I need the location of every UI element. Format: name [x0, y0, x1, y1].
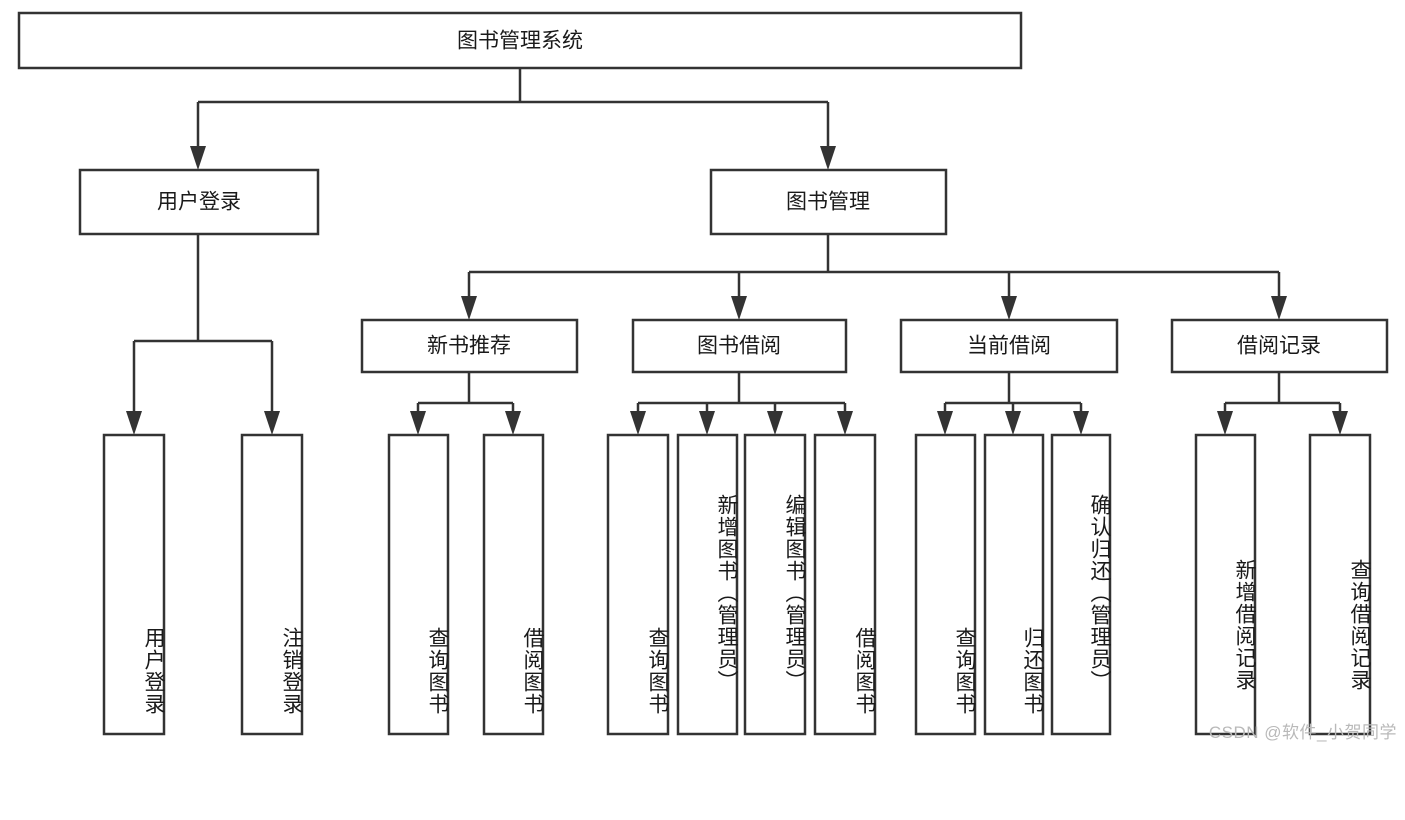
connector-borrow-record-to-leaves	[1217, 371, 1348, 435]
node-book-manage-label: 图书管理	[786, 191, 870, 214]
csdn-watermark: CSDN @软件_小贺同学	[1208, 723, 1397, 742]
node-user-login[interactable]: 用户登录	[78, 168, 320, 236]
node-current-borrow[interactable]: 当前借阅	[899, 318, 1119, 374]
arrow-leaf-query-book-2	[630, 411, 646, 435]
node-leaf-query-book-1-box[interactable]	[387, 433, 450, 736]
node-leaf-add-record-box[interactable]	[1194, 433, 1257, 736]
node-leaf-edit-book-box[interactable]	[743, 433, 807, 736]
connector-new-book-rec-to-leaves	[410, 371, 521, 435]
node-new-book-rec-box[interactable]	[360, 318, 579, 374]
node-leaf-add-book-box[interactable]	[676, 433, 739, 736]
node-leaf-user-login-box[interactable]	[102, 433, 166, 736]
arrow-leaf-borrow-book-1	[505, 411, 521, 435]
node-leaf-borrow-book-1[interactable]	[482, 433, 545, 736]
node-user-login-label: 用户登录	[157, 191, 241, 214]
node-leaf-query-book-3[interactable]	[914, 433, 977, 736]
node-book-borrow-box[interactable]	[631, 318, 848, 374]
arrow-book-borrow	[731, 296, 747, 320]
node-leaf-query-record-box[interactable]	[1308, 433, 1372, 736]
arrow-user-login	[190, 146, 206, 170]
arrow-leaf-query-record	[1332, 411, 1348, 435]
node-leaf-borrow-book-2[interactable]	[813, 433, 877, 736]
arrow-new-book-rec	[461, 296, 477, 320]
node-leaf-add-record[interactable]	[1194, 433, 1257, 736]
node-leaf-logout-box[interactable]	[240, 433, 304, 736]
node-leaf-query-record[interactable]	[1308, 433, 1372, 736]
node-leaf-user-login[interactable]	[102, 433, 166, 736]
node-borrow-record[interactable]: 借阅记录	[1170, 318, 1389, 374]
connector-root-to-level2	[190, 68, 836, 170]
arrow-borrow-record	[1271, 296, 1287, 320]
arrow-book-manage	[820, 146, 836, 170]
node-leaf-query-book-3-box[interactable]	[914, 433, 977, 736]
node-leaf-edit-book[interactable]	[743, 433, 807, 736]
arrow-current-borrow	[1001, 296, 1017, 320]
node-leaf-query-book-1[interactable]	[387, 433, 450, 736]
node-leaf-confirm-return[interactable]	[1050, 433, 1112, 736]
node-leaf-borrow-book-2-box[interactable]	[813, 433, 877, 736]
node-leaf-query-book-2-box[interactable]	[606, 433, 670, 736]
arrow-leaf-user-login	[126, 411, 142, 435]
node-new-book-rec-label: 新书推荐	[427, 335, 511, 358]
arrow-leaf-confirm-return	[1073, 411, 1089, 435]
tree-diagram-canvas: 图书管理系统 用户登录 图书管理 新书推荐 图书借阅 当前借阅 借阅记录	[17, 11, 1389, 736]
node-book-manage[interactable]: 图书管理	[709, 168, 948, 236]
connector-book-manage-to-level3	[461, 233, 1287, 320]
node-leaf-logout[interactable]	[240, 433, 304, 736]
node-leaf-add-book[interactable]	[676, 433, 739, 736]
node-book-borrow-label: 图书借阅	[697, 335, 781, 358]
system-function-tree-diagram: 图书管理系统 用户登录 图书管理 新书推荐 图书借阅 当前借阅 借阅记录	[17, 11, 1397, 742]
connector-book-borrow-to-leaves	[630, 371, 853, 435]
node-leaf-confirm-return-box[interactable]	[1050, 433, 1112, 736]
arrow-leaf-borrow-book-2	[837, 411, 853, 435]
node-borrow-record-label: 借阅记录	[1237, 335, 1321, 358]
arrow-leaf-query-book-3	[937, 411, 953, 435]
node-leaf-borrow-book-1-box[interactable]	[482, 433, 545, 736]
arrow-leaf-query-book-1	[410, 411, 426, 435]
connector-user-login-to-leaves	[126, 235, 280, 435]
connector-current-borrow-to-leaves	[937, 371, 1089, 435]
node-root[interactable]: 图书管理系统	[17, 11, 1023, 70]
node-book-manage-box[interactable]	[709, 168, 948, 236]
node-root-box[interactable]	[17, 11, 1023, 70]
node-current-borrow-box[interactable]	[899, 318, 1119, 374]
node-user-login-box[interactable]	[78, 168, 320, 236]
arrow-leaf-add-record	[1217, 411, 1233, 435]
node-book-borrow[interactable]: 图书借阅	[631, 318, 848, 374]
arrow-leaf-add-book	[699, 411, 715, 435]
arrow-leaf-edit-book	[767, 411, 783, 435]
node-borrow-record-box[interactable]	[1170, 318, 1389, 374]
node-leaf-return-book[interactable]	[983, 433, 1045, 736]
node-leaf-query-book-2[interactable]	[606, 433, 670, 736]
node-leaf-return-book-box[interactable]	[983, 433, 1045, 736]
arrow-leaf-return-book	[1005, 411, 1021, 435]
node-current-borrow-label: 当前借阅	[967, 335, 1051, 358]
arrow-leaf-logout	[264, 411, 280, 435]
node-new-book-rec[interactable]: 新书推荐	[360, 318, 579, 374]
node-root-label: 图书管理系统	[457, 30, 583, 53]
